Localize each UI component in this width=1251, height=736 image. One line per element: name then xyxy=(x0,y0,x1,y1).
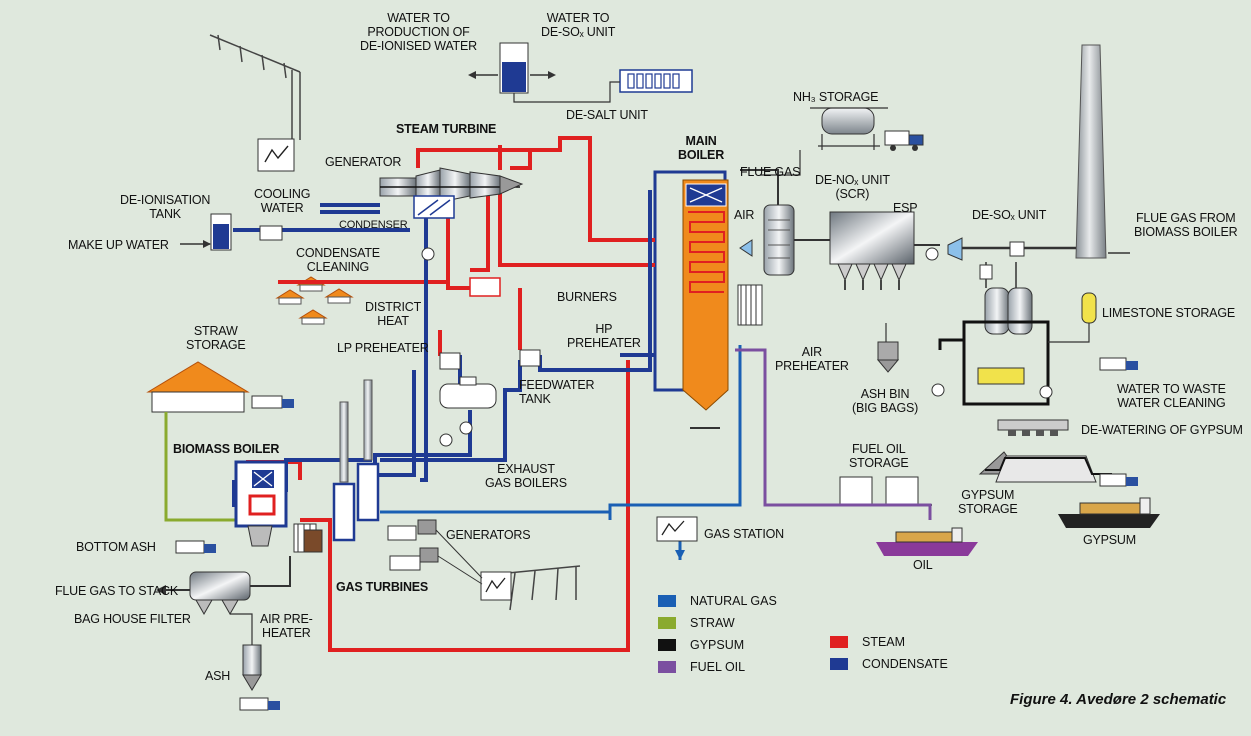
legend-label-condensate: CONDENSATE xyxy=(862,657,948,671)
nh3-tank xyxy=(822,108,874,134)
label-condensate-cleaning: CONDENSATE CLEANING xyxy=(296,246,380,274)
label-cooling-water: COOLING WATER xyxy=(254,187,310,215)
legend-swatch-straw xyxy=(658,617,676,629)
label-straw-storage: STRAW STORAGE xyxy=(186,324,246,352)
label-ash: ASH xyxy=(205,669,230,683)
label-water-to-deso: WATER TO DE-SOₓ UNIT xyxy=(541,11,615,39)
label-condenser: CONDENSER xyxy=(339,218,408,232)
legend-steam: STEAM xyxy=(830,635,905,649)
label-hp-preheater: HP PREHEATER xyxy=(567,322,641,350)
legend-swatch-fuel-oil xyxy=(658,661,676,673)
label-flue-gas-to-stack: FLUE GAS TO STACK xyxy=(55,584,178,598)
legend-straw: STRAW xyxy=(658,616,735,630)
label-bottom-ash: BOTTOM ASH xyxy=(76,540,156,554)
label-nh3-storage: NH₃ STORAGE xyxy=(793,90,878,104)
label-gas-turbines: GAS TURBINES xyxy=(336,580,428,594)
label-limestone-storage: LIMESTONE STORAGE xyxy=(1102,306,1235,320)
esp-unit xyxy=(830,212,914,264)
label-exhaust-gas-boilers: EXHAUST GAS BOILERS xyxy=(485,462,567,490)
legend-label-gypsum: GYPSUM xyxy=(690,638,744,652)
label-deionisation-tank: DE-IONISATION TANK xyxy=(120,193,210,221)
legend-swatch-gypsum xyxy=(658,639,676,651)
label-biomass-boiler: BIOMASS BOILER xyxy=(173,442,279,456)
power-pylon-bottom xyxy=(508,566,580,610)
legend-gypsum: GYPSUM xyxy=(658,638,744,652)
label-esp: ESP xyxy=(893,201,917,215)
label-ash-bin: ASH BIN (BIG BAGS) xyxy=(852,387,918,415)
label-water-to-waste: WATER TO WASTE WATER CLEANING xyxy=(1117,382,1226,410)
label-oil: OIL xyxy=(913,558,933,572)
label-burners: BURNERS xyxy=(557,290,617,304)
label-air-pre-heater: AIR PRE- HEATER xyxy=(260,612,313,640)
figure-caption: Figure 4. Avedøre 2 schematic xyxy=(1010,691,1226,708)
label-dewatering: DE-WATERING OF GYPSUM xyxy=(1081,423,1243,437)
label-water-to-production: WATER TO PRODUCTION OF DE-IONISED WATER xyxy=(360,11,477,53)
desalt-unit xyxy=(620,70,692,92)
legend-swatch-condensate xyxy=(830,658,848,670)
legend-label-fuel-oil: FUEL OIL xyxy=(690,660,745,674)
label-flue-gas: FLUE GAS xyxy=(740,165,800,179)
label-lp-preheater: LP PREHEATER xyxy=(337,341,429,355)
label-gas-station: GAS STATION xyxy=(704,527,784,541)
legend-condensate: CONDENSATE xyxy=(830,657,948,671)
label-make-up-water: MAKE UP WATER xyxy=(68,238,169,252)
label-desalt-unit: DE-SALT UNIT xyxy=(566,108,648,122)
label-gypsum: GYPSUM xyxy=(1083,533,1136,547)
main-boiler-furnace xyxy=(683,180,728,410)
label-steam-turbine: STEAM TURBINE xyxy=(396,122,496,136)
label-fuel-oil-storage: FUEL OIL STORAGE xyxy=(849,442,909,470)
legend-label-steam: STEAM xyxy=(862,635,905,649)
legend-swatch-natural-gas xyxy=(658,595,676,607)
chimney xyxy=(1076,45,1106,258)
label-generators: GENERATORS xyxy=(446,528,530,542)
label-deso-unit: DE-SOₓ UNIT xyxy=(972,208,1046,222)
label-flue-gas-from-biomass: FLUE GAS FROM BIOMASS BOILER xyxy=(1134,211,1237,239)
legend-label-straw: STRAW xyxy=(690,616,735,630)
label-main-boiler: MAIN BOILER xyxy=(678,134,724,162)
label-deno-unit: DE-NOₓ UNIT (SCR) xyxy=(815,173,890,201)
label-air: AIR xyxy=(734,208,754,222)
legend-fuel-oil: FUEL OIL xyxy=(658,660,745,674)
label-feedwater-tank: FEEDWATER TANK xyxy=(519,378,594,406)
power-pylon-top xyxy=(210,35,300,150)
legend-swatch-steam xyxy=(830,636,848,648)
bag-house-filter xyxy=(190,572,250,600)
legend-label-natural-gas: NATURAL GAS xyxy=(690,594,777,608)
label-air-preheater: AIR PREHEATER xyxy=(775,345,849,373)
condenser-box xyxy=(414,196,454,218)
label-gypsum-storage: GYPSUM STORAGE xyxy=(958,488,1018,516)
label-generator: GENERATOR xyxy=(325,155,401,169)
label-district-heat: DISTRICT HEAT xyxy=(365,300,421,328)
deno-scr xyxy=(764,205,794,275)
legend-natural-gas: NATURAL GAS xyxy=(658,594,777,608)
label-bag-house-filter: BAG HOUSE FILTER xyxy=(74,612,191,626)
